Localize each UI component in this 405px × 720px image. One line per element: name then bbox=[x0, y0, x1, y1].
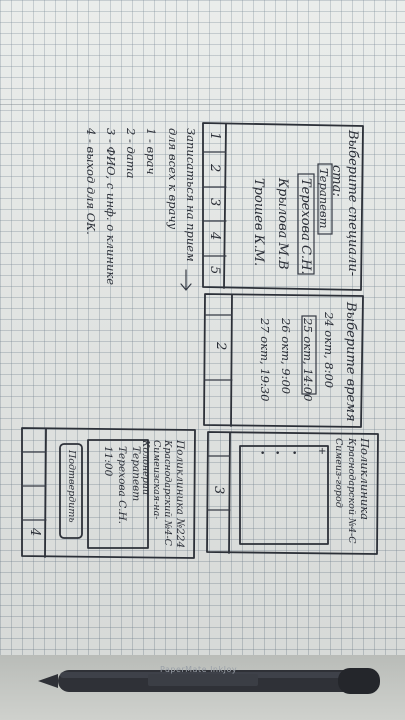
screen1-doctor-option-2[interactable]: Трошев К.М. bbox=[251, 178, 266, 267]
screen3-title-line-3: Симеиз-город bbox=[333, 438, 344, 508]
notes-item-4: 4 - выход для ОК. bbox=[84, 128, 98, 235]
screen4-doctor-specialty: Терапевт bbox=[130, 446, 142, 502]
screen2-title: Выберите время bbox=[343, 302, 358, 422]
screen4-title-line-1: Поликлиника №224 bbox=[174, 440, 186, 549]
screen3-map-marker-1: • bbox=[260, 449, 265, 459]
screen1-doctor-option-1[interactable]: Крылова М.В bbox=[275, 178, 290, 270]
pen bbox=[38, 668, 380, 694]
screen4-info-box bbox=[87, 439, 149, 549]
screen1-tab-3[interactable]: 3 bbox=[207, 198, 222, 207]
screen2-frame bbox=[203, 293, 364, 428]
screen3-map-cross: + bbox=[318, 446, 326, 457]
screen4-doctor-time: 11:00 bbox=[102, 446, 114, 477]
screen3-map-marker-2: • bbox=[275, 449, 280, 459]
screen4-confirm-button[interactable]: Подтвердить bbox=[66, 450, 77, 523]
screen1-tab-divider bbox=[223, 123, 227, 289]
screen1-therapist-field[interactable]: Терапевт bbox=[317, 168, 331, 229]
notes-item-1: 1 - врач bbox=[144, 128, 158, 175]
notes-arrow bbox=[180, 269, 192, 291]
screen2-tab-divider bbox=[230, 294, 233, 427]
screen1-title-line-2: ста: bbox=[329, 165, 344, 197]
screen1-tab-4[interactable]: 4 bbox=[207, 232, 222, 241]
screen2-selected-time-box bbox=[301, 315, 317, 395]
screen4-title-line-3: Симеизская-на- bbox=[151, 440, 162, 520]
screen4-tab-number[interactable]: 4 bbox=[27, 528, 42, 537]
screen2-time-2[interactable]: 25 окт, 14:00 bbox=[301, 318, 315, 402]
screen3-tab-divider bbox=[228, 432, 231, 554]
screen4-title-line-2: Краснодарский №4-С bbox=[162, 440, 173, 546]
screen1-therapist-box bbox=[317, 163, 333, 235]
screen3-tab-number[interactable]: 3 bbox=[211, 486, 226, 495]
screen1-tab-2[interactable]: 2 bbox=[207, 164, 222, 173]
notes-header-line-2: для всех к врачу bbox=[166, 128, 180, 230]
pen-brand-label: PaperMate InkJoy bbox=[160, 665, 238, 674]
screen4-doctor-name: Терехова С.Н. bbox=[116, 446, 128, 524]
screen1-title-line-1: Выберите специали- bbox=[345, 130, 360, 277]
notes-item-3: 3 - ФИО, с инф. о клинике bbox=[104, 128, 118, 286]
notes-item-2: 2 - дата bbox=[124, 128, 138, 179]
screen3-title-line-2: Краснодарской №4-С bbox=[346, 438, 357, 544]
screen1-tab-1[interactable]: 1 bbox=[207, 132, 222, 141]
screen1-tab-5[interactable]: 5 bbox=[207, 266, 222, 275]
screen1-frame bbox=[202, 122, 364, 291]
screen1-doctor-field[interactable]: Терехова С.Н. bbox=[298, 178, 313, 275]
screen2-time-4[interactable]: 27 окт, 19:30 bbox=[258, 318, 272, 402]
screen3-title-line-1: Поликлиника bbox=[358, 438, 372, 520]
screen4-tab-divider bbox=[44, 428, 47, 558]
screen3-map-marker-3: • bbox=[292, 449, 297, 459]
screen2-time-3[interactable]: 26 окт, 9:00 bbox=[279, 318, 293, 395]
screen2-tab-number[interactable]: 2 bbox=[213, 342, 228, 351]
screen2-time-1[interactable]: 24 окт, 8:00 bbox=[322, 312, 336, 389]
screen4-frame bbox=[21, 427, 196, 559]
screen3-frame bbox=[206, 431, 379, 555]
notes-header-line-1: Записаться на прием bbox=[184, 128, 198, 262]
screen1-doctor-box bbox=[297, 173, 315, 275]
screen3-map-box bbox=[239, 445, 329, 545]
grid-paper bbox=[0, 0, 405, 655]
screen4-confirm-box bbox=[59, 443, 83, 539]
